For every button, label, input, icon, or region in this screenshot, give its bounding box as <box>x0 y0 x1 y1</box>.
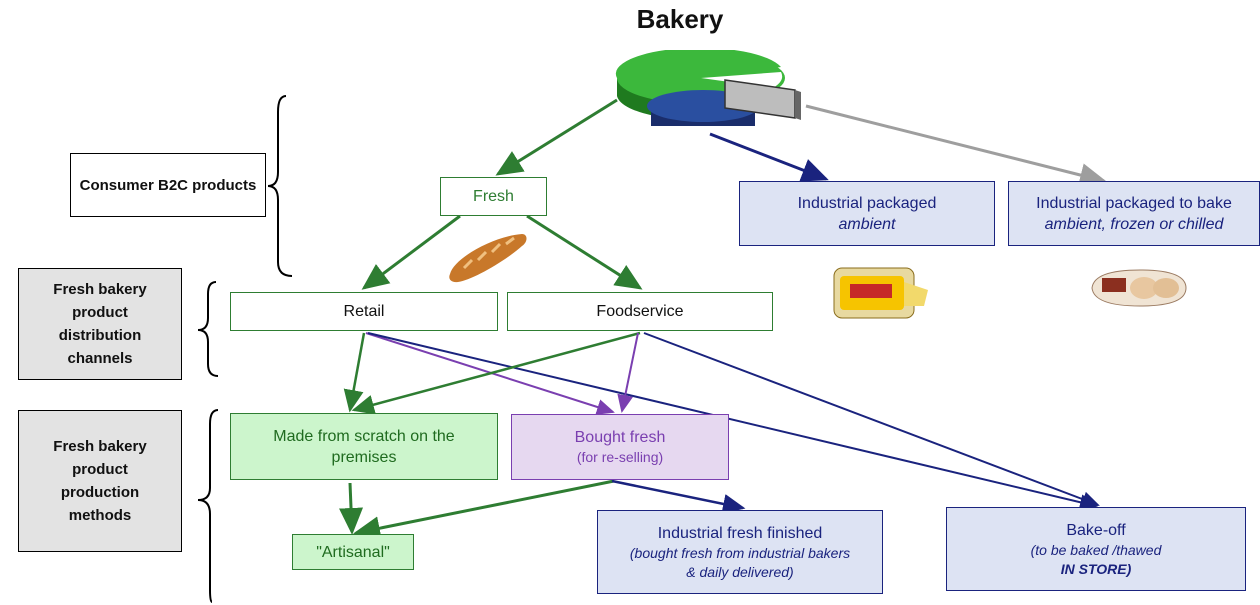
arrow-bought-to-industrial-fresh <box>611 479 746 514</box>
node-bought-fresh-line2: (for re-selling) <box>576 449 664 465</box>
brace-methods <box>197 409 219 603</box>
arrow-pie-to-ambient <box>709 132 829 182</box>
node-industrial-fresh-line3: & daily delivered) <box>686 563 794 580</box>
packaged-rolls-icon <box>1091 269 1187 307</box>
arrow-pie-to-bake <box>805 104 1107 187</box>
node-bake-off: Bake-off (to be baked /thawed IN STORE) <box>946 507 1246 591</box>
label-consumer-products: Consumer B2C products <box>70 153 266 217</box>
node-bakeoff-line2: (to be baked /thawed <box>1030 541 1162 558</box>
node-industrial-ambient-line1: Industrial packaged <box>797 194 937 212</box>
label-methods-text: Fresh bakery product production methods <box>53 438 147 524</box>
node-industrial-bake-line1: Industrial packaged to bake <box>1036 194 1232 212</box>
node-artisanal-label: "Artisanal" <box>316 543 390 561</box>
arrow-foodservice-to-bakeoff <box>643 332 1100 507</box>
arrow-foodservice-to-bought <box>617 332 639 413</box>
arrow-bought-to-artisanal <box>353 479 615 541</box>
packaged-bread-icon <box>833 267 928 319</box>
node-fresh-label: Fresh <box>473 188 514 205</box>
label-distribution-channels: Fresh bakery product distribution channe… <box>18 268 182 380</box>
node-industrial-fresh-finished: Industrial fresh finished (bought fresh … <box>597 510 883 594</box>
node-bought-fresh-line1: Bought fresh <box>574 429 666 446</box>
node-made-from-scratch: Made from scratch on the premises <box>230 413 498 480</box>
node-foodservice-label: Foodservice <box>596 303 684 320</box>
arrow-retail-to-bakeoff <box>367 332 1098 511</box>
node-industrial-bake-line2: ambient, frozen or chilled <box>1044 215 1224 233</box>
node-fresh: Fresh <box>440 177 547 216</box>
label-production-methods: Fresh bakery product production methods <box>18 410 182 552</box>
node-retail-label: Retail <box>343 303 385 320</box>
node-artisanal: "Artisanal" <box>292 534 414 570</box>
node-industrial-packaged-ambient: Industrial packaged ambient <box>739 181 995 246</box>
node-retail: Retail <box>230 292 498 331</box>
label-consumer-text: Consumer B2C products <box>79 176 257 194</box>
arrow-fresh-to-foodservice <box>526 214 643 290</box>
brace-consumer <box>267 95 293 277</box>
node-scratch-label: Made from scratch on the premises <box>273 427 455 466</box>
node-industrial-packaged-to-bake: Industrial packaged to bake ambient, fro… <box>1008 181 1260 246</box>
node-industrial-fresh-line2: (bought fresh from industrial bakers <box>629 544 851 561</box>
pie-chart-icon <box>615 50 801 126</box>
node-industrial-ambient-line2: ambient <box>838 215 896 233</box>
diagram-title: Bakery <box>636 4 724 34</box>
node-industrial-fresh-line1: Industrial fresh finished <box>657 524 823 542</box>
node-bakeoff-line3: IN STORE) <box>1060 560 1132 577</box>
arrow-foodservice-to-scratch <box>351 331 641 415</box>
baguette-icon <box>449 234 527 283</box>
arrow-fresh-to-retail <box>361 214 461 290</box>
label-channels-text: Fresh bakery product distribution channe… <box>53 281 147 367</box>
brace-channels <box>197 281 219 377</box>
node-foodservice: Foodservice <box>507 292 773 331</box>
arrow-retail-to-scratch <box>343 332 366 413</box>
node-bought-fresh: Bought fresh (for re-selling) <box>511 414 729 480</box>
arrow-scratch-to-artisanal <box>339 482 364 535</box>
arrow-pie-to-fresh <box>495 98 618 176</box>
node-bakeoff-line1: Bake-off <box>1066 521 1126 539</box>
